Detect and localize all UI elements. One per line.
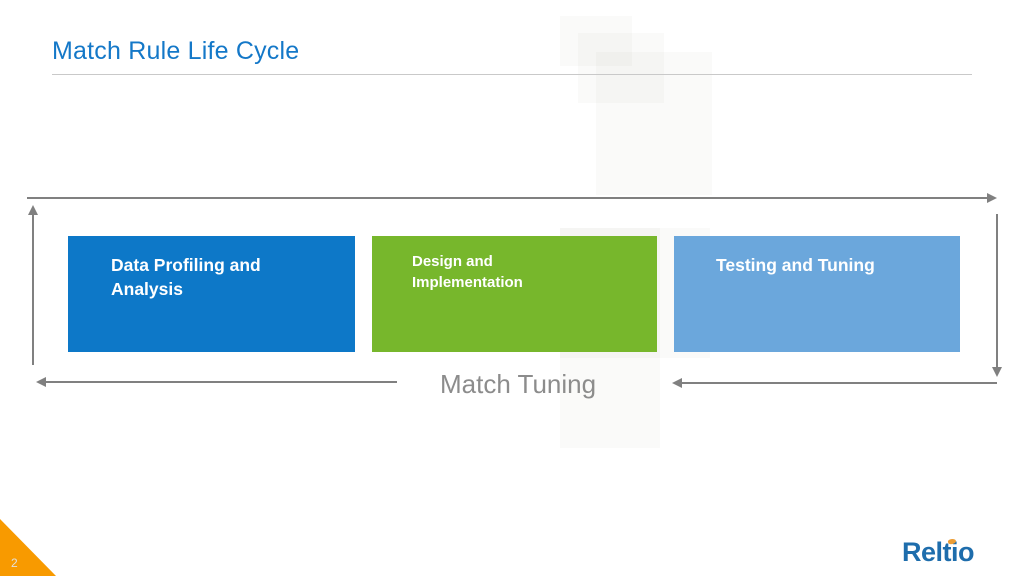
feedback-arrow-right-line bbox=[681, 382, 997, 384]
watermark-shape bbox=[578, 33, 664, 103]
left-axis-arrow-line bbox=[32, 213, 34, 365]
feedback-arrow-left-head-icon bbox=[36, 377, 46, 387]
title-underline bbox=[52, 74, 972, 75]
left-axis-arrow-up-head-icon bbox=[28, 205, 38, 215]
timeline-arrow-line bbox=[27, 197, 988, 199]
feedback-arrow-left-line bbox=[45, 381, 397, 383]
watermark-shape bbox=[596, 52, 712, 195]
timeline-arrow-right-head-icon bbox=[987, 193, 997, 203]
slide-title: Match Rule Life Cycle bbox=[52, 37, 300, 65]
right-axis-arrow-down-head-icon bbox=[992, 367, 1002, 377]
corner-triangle-decoration bbox=[0, 519, 56, 576]
phase-box-data-profiling: Data Profiling and Analysis bbox=[68, 236, 355, 352]
feedback-arrow-right-head-icon bbox=[672, 378, 682, 388]
watermark-shape bbox=[560, 16, 632, 66]
reltio-logo: Reltio bbox=[902, 537, 975, 567]
page-number: 2 bbox=[11, 556, 18, 570]
feedback-label: Match Tuning bbox=[440, 369, 597, 399]
right-axis-arrow-line bbox=[996, 214, 998, 368]
phase-label: Data Profiling and Analysis bbox=[111, 255, 261, 300]
phase-box-testing-tuning: Testing and Tuning bbox=[674, 236, 960, 352]
phase-box-design-implementation: Design and Implementation bbox=[372, 236, 657, 352]
phase-label: Testing and Tuning bbox=[716, 255, 875, 275]
phase-label: Design and Implementation bbox=[412, 253, 523, 291]
